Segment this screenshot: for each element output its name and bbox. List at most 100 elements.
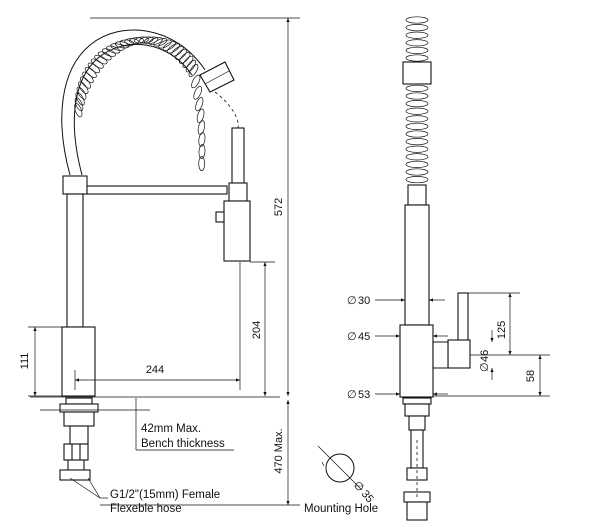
front-spray-holder xyxy=(215,127,251,262)
dia-46-label: 46 xyxy=(479,350,491,362)
mounting-hole-label: Mounting Hole xyxy=(304,503,378,515)
dia-46-symbol: ∅ xyxy=(479,362,491,372)
side-base xyxy=(399,324,434,398)
dim-111: 111 xyxy=(19,326,62,397)
side-coil-ring xyxy=(405,92,429,100)
dia-53-label: 53 xyxy=(358,389,370,401)
coil-ring xyxy=(98,51,112,61)
side-spring-coil xyxy=(402,16,432,184)
side-upper-neck xyxy=(407,184,427,206)
front-base xyxy=(61,326,96,397)
coil-ring xyxy=(143,36,159,45)
side-main-column xyxy=(404,204,430,326)
bench-note-line1: 42mm Max. xyxy=(141,423,201,435)
side-coil-ring xyxy=(405,16,429,24)
dia-30-label: 30 xyxy=(358,295,370,307)
bench-thickness-note: 42mm Max. Bench thickness xyxy=(135,398,234,451)
coil-ring xyxy=(175,48,188,60)
side-coil-ring xyxy=(405,84,429,92)
side-coil-ring xyxy=(405,153,429,161)
coil-ring xyxy=(148,37,163,46)
side-spray-head xyxy=(402,61,432,85)
coil-ring xyxy=(129,37,144,44)
coil-rings xyxy=(74,36,206,171)
coil-ring xyxy=(195,97,204,112)
dia-30-symbol: ∅ xyxy=(347,295,357,307)
side-coil-ring xyxy=(405,115,429,123)
dia-45-symbol: ∅ xyxy=(347,331,357,343)
coil-ring xyxy=(179,52,191,64)
side-coil-ring xyxy=(405,160,429,168)
side-coil-ring xyxy=(405,122,429,130)
front-mounting-shank xyxy=(59,397,99,481)
dim-244-label: 244 xyxy=(146,364,164,376)
coil-ring xyxy=(84,66,97,79)
dim-470-label: 470 Max. xyxy=(273,428,285,473)
hose-note-line1: G1/2"(15mm) Female xyxy=(110,489,220,501)
bench-note-line2: Bench thickness xyxy=(141,438,225,450)
dia-45-label: 45 xyxy=(358,331,370,343)
dim-125-label: 125 xyxy=(496,321,508,339)
side-coil-ring xyxy=(405,31,429,39)
coil-ring xyxy=(193,85,203,100)
side-lever xyxy=(432,292,471,369)
coil-ring xyxy=(182,55,194,68)
front-spray-head xyxy=(199,61,239,129)
dim-58-label: 58 xyxy=(525,370,537,382)
hose-note-line2: Flexeble hose xyxy=(110,503,182,515)
dim-111-label: 111 xyxy=(19,353,31,370)
dim-58: 58 xyxy=(433,354,550,397)
dim-470: 470 Max. xyxy=(100,400,300,506)
coil-ring xyxy=(110,43,125,51)
coil-ring xyxy=(162,41,176,51)
side-coil-ring xyxy=(405,168,429,176)
coil-ring xyxy=(80,76,91,89)
dim-572: 572 xyxy=(90,17,300,396)
dim-204: 204 xyxy=(250,261,275,396)
side-coil-ring xyxy=(405,176,429,184)
side-view xyxy=(399,16,471,521)
front-main-column xyxy=(66,193,84,328)
front-spout-arm xyxy=(86,185,228,195)
dim-dia-45: ∅ 45 xyxy=(347,331,448,343)
coil-ring xyxy=(158,39,172,49)
front-upper-body xyxy=(62,175,88,195)
coil-ring xyxy=(75,92,85,106)
side-coil-ring xyxy=(405,145,429,153)
coil-ring xyxy=(171,45,184,57)
coil-ring xyxy=(94,54,108,65)
coil-ring xyxy=(78,81,89,94)
coil-ring xyxy=(185,59,197,73)
coil-ring xyxy=(167,43,180,54)
hose-note: G1/2"(15mm) Female Flexeble hose xyxy=(69,477,220,515)
dim-dia-53: ∅ 53 xyxy=(347,389,448,401)
coil-ring xyxy=(196,108,205,123)
side-coil-ring xyxy=(405,107,429,115)
side-coil-ring xyxy=(405,130,429,138)
dim-572-label: 572 xyxy=(273,198,285,216)
front-spring-coil xyxy=(61,29,206,176)
mounting-hole: ∅ 35 Mounting Hole xyxy=(304,445,378,515)
coil-ring xyxy=(198,156,206,171)
side-coil-ring xyxy=(405,39,429,47)
coil-ring xyxy=(198,144,206,159)
dia-53-symbol: ∅ xyxy=(347,389,357,401)
coil-ring xyxy=(191,74,201,89)
coil-ring xyxy=(106,45,121,54)
coil-ring xyxy=(188,64,199,77)
coil-ring xyxy=(101,48,116,57)
coil-ring xyxy=(82,71,94,84)
side-coil-ring xyxy=(405,24,429,32)
side-coil-ring xyxy=(405,138,429,146)
coil-ring xyxy=(87,62,101,74)
front-view xyxy=(30,29,280,481)
dim-dia-30: ∅ 30 xyxy=(347,295,445,307)
dim-dia-46: ∅ 46 xyxy=(479,330,494,380)
side-coil-ring xyxy=(405,46,429,54)
coil-ring xyxy=(124,38,140,45)
side-coil-ring xyxy=(405,100,429,108)
dim-244: 244 xyxy=(74,262,241,390)
dim-204-label: 204 xyxy=(251,321,263,339)
dim-125: 125 xyxy=(468,292,520,355)
